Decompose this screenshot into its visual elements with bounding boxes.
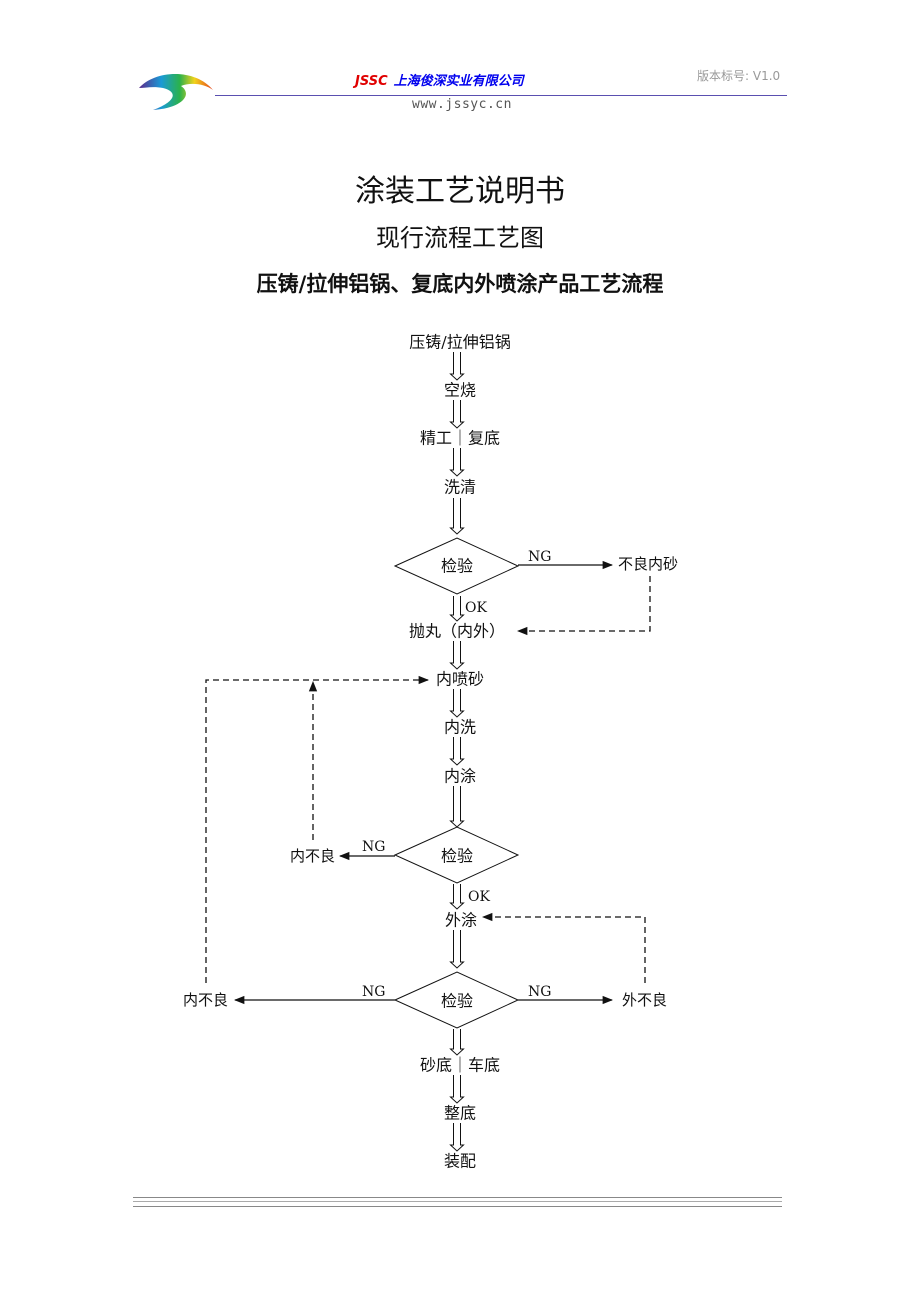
ok-label-1: OK bbox=[465, 600, 487, 616]
step-shot-blast: 抛丸（内外） bbox=[409, 622, 505, 641]
step-bottom-sand: 砂底｜车底 bbox=[420, 1056, 500, 1075]
step-assembly: 装配 bbox=[444, 1152, 476, 1171]
inspect-label-1: 检验 bbox=[441, 557, 473, 576]
inspect-diamond-2 bbox=[393, 826, 520, 884]
step-inner-wash: 内洗 bbox=[444, 718, 476, 737]
step-bottom-trim: 整底 bbox=[444, 1104, 476, 1123]
flow-arrow bbox=[449, 884, 465, 910]
flow-arrow bbox=[449, 641, 465, 670]
rework-dashed-4 bbox=[205, 675, 430, 983]
ng-label-2: NG bbox=[362, 839, 385, 855]
step-inner-coat: 内涂 bbox=[444, 767, 476, 786]
rework-dashed-3 bbox=[481, 912, 646, 983]
step-empty-burn: 空烧 bbox=[444, 381, 476, 400]
process-title: 压铸/拉伸铝锅、复底内外喷涂产品工艺流程 bbox=[256, 271, 664, 296]
company-full-name: 上海俊深实业有限公司 bbox=[393, 74, 524, 89]
flow-arrow bbox=[449, 498, 465, 535]
version-label: 版本标号: V1.0 bbox=[697, 69, 781, 83]
flow-arrow bbox=[449, 596, 465, 622]
ng-label-3-right: NG bbox=[528, 984, 551, 1000]
ng-label-3-left: NG bbox=[362, 984, 385, 1000]
header-rule bbox=[215, 95, 787, 96]
reject-label-3-right: 外不良 bbox=[622, 991, 667, 1009]
inspect-label-3: 检验 bbox=[441, 992, 473, 1011]
step-casting: 压铸/拉伸铝锅 bbox=[409, 333, 510, 352]
flow-arrow bbox=[449, 400, 465, 429]
footer-rule bbox=[133, 1197, 782, 1207]
reject-label-3-left: 内不良 bbox=[183, 991, 228, 1009]
flow-arrow bbox=[449, 352, 465, 381]
ng-label-1: NG bbox=[528, 549, 551, 565]
flow-arrow bbox=[449, 1075, 465, 1104]
brand-abbr: JSSC bbox=[355, 74, 388, 89]
flow-arrow bbox=[449, 930, 465, 969]
company-name: JSSC 上海俊深实业有限公司 bbox=[355, 70, 524, 89]
flow-arrow bbox=[449, 448, 465, 477]
inspect-label-2: 检验 bbox=[441, 847, 473, 866]
step-outer-coat: 外涂 bbox=[445, 911, 477, 930]
rework-dashed-1 bbox=[516, 576, 651, 636]
document-subtitle: 现行流程工艺图 bbox=[376, 224, 544, 252]
inspect-diamond-1 bbox=[393, 537, 520, 595]
flow-arrow bbox=[449, 1123, 465, 1152]
flow-arrow bbox=[449, 1029, 465, 1056]
reject-label-2: 内不良 bbox=[290, 847, 335, 865]
flow-arrow bbox=[449, 737, 465, 766]
ok-label-2: OK bbox=[468, 889, 490, 905]
step-inner-sandblast: 内喷砂 bbox=[436, 670, 484, 689]
document-title: 涂装工艺说明书 bbox=[355, 174, 565, 209]
step-wash: 洗清 bbox=[444, 478, 476, 497]
flow-arrow bbox=[449, 689, 465, 718]
website-url: www.jssyc.cn bbox=[412, 97, 512, 112]
reject-label-1: 不良内砂 bbox=[618, 555, 678, 573]
company-logo bbox=[135, 70, 215, 116]
flow-arrow bbox=[449, 786, 465, 828]
step-finishing: 精工｜复底 bbox=[420, 429, 500, 448]
